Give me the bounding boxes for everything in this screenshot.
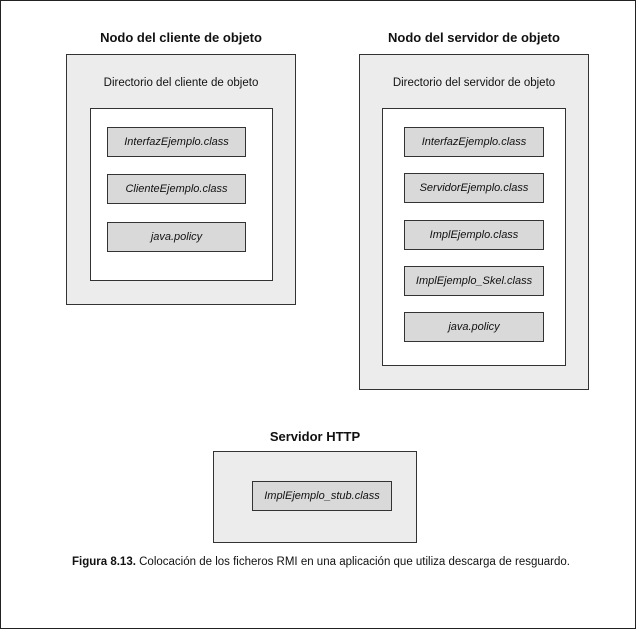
- server-file-skel: ImplEjemplo_Skel.class: [404, 266, 544, 296]
- server-node-title: Nodo del servidor de objeto: [388, 30, 560, 45]
- server-directory-box: InterfazEjemplo.class ServidorEjemplo.cl…: [382, 108, 566, 366]
- caption-text: Colocación de los ficheros RMI en una ap…: [135, 556, 570, 568]
- server-file-interfaz: InterfazEjemplo.class: [404, 127, 544, 157]
- server-file-impl: ImplEjemplo.class: [404, 220, 544, 250]
- client-node-box: Directorio del cliente de objeto Interfa…: [66, 54, 296, 305]
- client-file-policy: java.policy: [107, 222, 246, 252]
- caption-label: Figura 8.13.: [72, 556, 136, 568]
- server-directory-label: Directorio del servidor de objeto: [392, 77, 556, 89]
- client-node-title: Nodo del cliente de objeto: [100, 30, 262, 45]
- http-server-box: ImplEjemplo_stub.class: [213, 451, 417, 543]
- client-directory-label: Directorio del cliente de objeto: [103, 77, 259, 89]
- client-file-cliente: ClienteEjemplo.class: [107, 174, 246, 204]
- client-directory-box: InterfazEjemplo.class ClienteEjemplo.cla…: [90, 108, 273, 281]
- http-file-stub: ImplEjemplo_stub.class: [252, 481, 392, 511]
- server-file-servidor: ServidorEjemplo.class: [404, 173, 544, 203]
- server-node-box: Directorio del servidor de objeto Interf…: [359, 54, 589, 390]
- server-file-policy: java.policy: [404, 312, 544, 342]
- client-file-interfaz: InterfazEjemplo.class: [107, 127, 246, 157]
- figure-caption: Figura 8.13. Colocación de los ficheros …: [31, 554, 611, 571]
- http-server-title: Servidor HTTP: [269, 429, 361, 444]
